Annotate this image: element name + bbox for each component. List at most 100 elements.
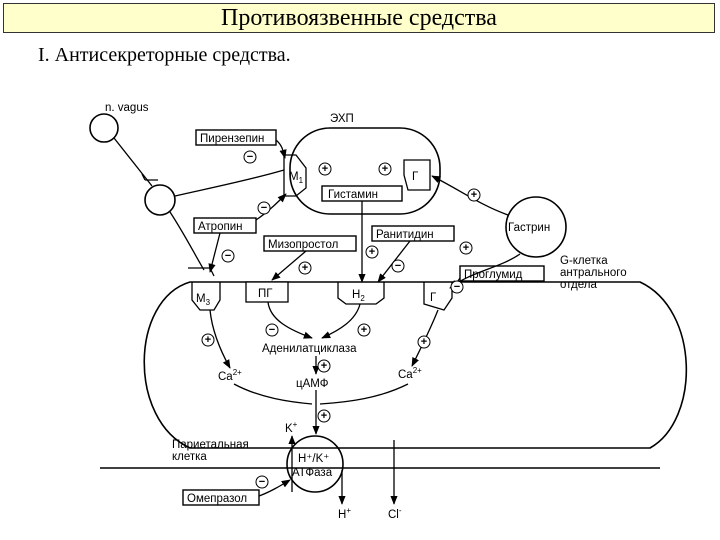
parietal-label-1: Париетальная xyxy=(172,439,249,451)
minus-sign: − xyxy=(265,323,279,337)
ecl-gastrin-receptor xyxy=(403,159,431,191)
plus-sign: + xyxy=(357,323,371,337)
svg-text:+: + xyxy=(321,360,327,372)
svg-text:+: + xyxy=(322,163,328,175)
svg-text:Мизопростол: Мизопростол xyxy=(268,239,338,251)
svg-text:−: − xyxy=(261,202,267,214)
g-receptor-parietal-label: Г xyxy=(430,292,437,304)
parietal-label-2: клетка xyxy=(172,451,207,463)
m1-label: M1 xyxy=(289,171,304,185)
svg-text:+: + xyxy=(205,334,211,346)
h2-receptor xyxy=(337,282,385,305)
g-cell-label-3: отдела xyxy=(560,279,597,291)
pirenzepine-arrow xyxy=(275,139,287,159)
minus-sign: − xyxy=(450,280,464,294)
svg-text:−: − xyxy=(247,151,253,163)
proton-pump xyxy=(286,435,344,493)
h2-to-ac xyxy=(321,303,361,339)
g-cell-label-1: G-клетка xyxy=(560,255,608,267)
minus-sign: − xyxy=(391,259,405,273)
adenylate-cyclase-label: Аденилатциклаза xyxy=(262,343,357,355)
ranitidine-box: Ранитидин xyxy=(371,225,455,242)
omeprazole-box: Омепразол xyxy=(182,489,260,506)
plus-sign: + xyxy=(201,333,215,347)
g-receptor-parietal xyxy=(423,282,453,311)
atpase-label-1: H⁺/K⁺ xyxy=(298,453,329,465)
ecl-cell xyxy=(289,127,441,215)
plus-sign: + xyxy=(317,409,331,423)
svg-text:+: + xyxy=(361,324,367,336)
misoprostol-arrow xyxy=(271,250,307,281)
ecl-label: ЭХП xyxy=(330,113,354,125)
plus-sign: + xyxy=(318,162,332,176)
atropine-to-m3 xyxy=(208,232,221,273)
g-cell xyxy=(505,196,567,258)
atropine-to-m1 xyxy=(255,193,287,221)
svg-text:−: − xyxy=(225,250,231,262)
pg-label: ПГ xyxy=(258,288,273,300)
svg-text:Пирензепин: Пирензепин xyxy=(200,133,264,145)
pirenzepine-box: Пирензепин xyxy=(195,129,277,146)
n-vagus-label: n. vagus xyxy=(105,102,149,114)
svg-text:+: + xyxy=(321,410,327,422)
page-title: Противоязвенные средства xyxy=(3,3,715,33)
g-cell-label-2: антрального xyxy=(560,267,627,279)
histamine-box: Гистамин xyxy=(321,185,403,202)
plus-sign: + xyxy=(365,245,379,259)
svg-text:Гистамин: Гистамин xyxy=(328,189,378,201)
plus-sign: + xyxy=(298,261,312,275)
atpase-label-2: АТФаза xyxy=(292,467,333,479)
omeprazole-arrow xyxy=(258,479,291,497)
atropine-box: Атропин xyxy=(193,217,257,234)
vagus-neuron-bottom xyxy=(144,184,176,216)
svg-text:Атропин: Атропин xyxy=(198,221,242,233)
minus-sign: − xyxy=(243,150,257,164)
m3-receptor xyxy=(191,282,221,311)
svg-text:+: + xyxy=(463,242,469,254)
svg-text:+: + xyxy=(421,336,427,348)
ca-left-to-pump xyxy=(233,383,313,405)
cl-minus-label: Cl- xyxy=(388,506,402,521)
plus-sign: + xyxy=(467,188,481,202)
pg-to-ac xyxy=(267,301,313,339)
m3-label: M3 xyxy=(196,293,211,307)
vagus-to-ecl xyxy=(174,169,285,197)
vagus-neuron-top xyxy=(89,113,119,143)
svg-text:−: − xyxy=(395,260,401,272)
svg-text:+: + xyxy=(302,262,308,274)
ca-left-label: Ca2+ xyxy=(218,368,242,383)
minus-sign: − xyxy=(257,201,271,215)
svg-text:−: − xyxy=(259,476,265,488)
plus-sign: + xyxy=(317,359,331,373)
svg-text:−: − xyxy=(454,281,460,293)
parietal-cell-outline xyxy=(143,281,688,449)
svg-text:Омепразол: Омепразол xyxy=(187,493,247,505)
svg-text:+: + xyxy=(471,189,477,201)
minus-sign: − xyxy=(255,475,269,489)
proglumide-box: Проглумид xyxy=(459,265,545,282)
h-plus-label: H+ xyxy=(338,506,351,521)
ca-right-to-pump xyxy=(319,383,409,405)
camp-label: цАМФ xyxy=(296,378,329,390)
svg-text:Ранитидин: Ранитидин xyxy=(376,229,434,241)
plus-sign: + xyxy=(417,335,431,349)
gastrin-label: Гастрин xyxy=(508,222,550,234)
m3-to-ca xyxy=(209,309,231,369)
plus-sign: + xyxy=(378,162,392,176)
minus-sign: − xyxy=(221,249,235,263)
svg-text:+: + xyxy=(382,163,388,175)
ecl-g-label: Г xyxy=(412,171,419,183)
plus-sign: + xyxy=(459,241,473,255)
misoprostol-box: Мизопростол xyxy=(263,235,357,252)
svg-text:−: − xyxy=(269,324,275,336)
k-plus-label: K+ xyxy=(285,420,298,435)
h2-label: H2 xyxy=(352,289,365,303)
ca-right-label: Ca2+ xyxy=(398,366,422,381)
section-subtitle: I. Антисекреторные средства. xyxy=(38,44,291,66)
pg-receptor xyxy=(245,281,289,303)
vagus-synapse-top xyxy=(141,173,158,181)
vagus-to-m3 xyxy=(169,211,205,271)
svg-text:+: + xyxy=(369,246,375,258)
svg-text:Проглумид: Проглумид xyxy=(464,269,523,281)
